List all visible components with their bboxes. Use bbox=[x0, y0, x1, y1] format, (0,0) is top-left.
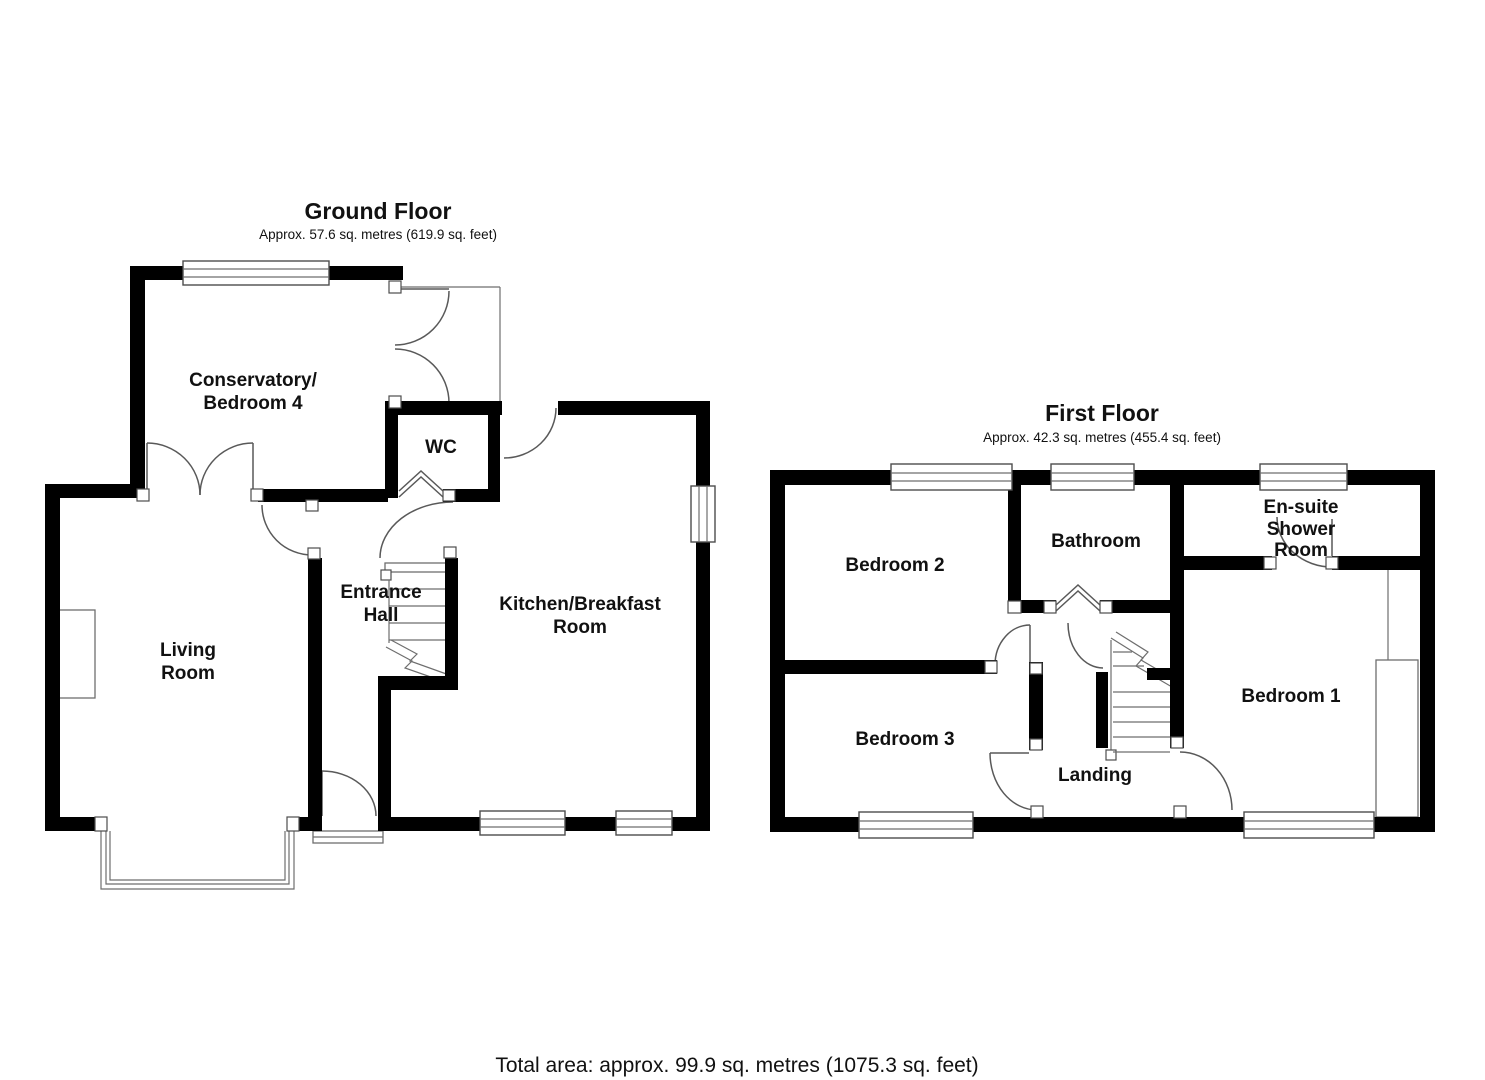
bedroom3-window bbox=[858, 811, 974, 839]
ground-floor-walls bbox=[45, 266, 710, 831]
front-door bbox=[321, 770, 377, 817]
first-floor-door-posts bbox=[984, 556, 1339, 819]
first-floor-details bbox=[989, 516, 1419, 818]
first-floor-stairs bbox=[1105, 631, 1178, 761]
conservatory-label-line2: Bedroom 4 bbox=[203, 393, 303, 414]
bedroom2-window bbox=[890, 463, 1013, 491]
conservatory-vestibule-double-door bbox=[394, 288, 450, 404]
bathroom-door-arc bbox=[1067, 622, 1104, 669]
kitchen-side-window bbox=[690, 485, 716, 543]
bay-window bbox=[100, 831, 295, 890]
bedroom3-label: Bedroom 3 bbox=[855, 729, 954, 750]
entrance-hall-label-line1: Entrance bbox=[340, 582, 421, 603]
kitchen-bottom-window-2 bbox=[615, 810, 673, 836]
ground-floor-windows bbox=[182, 260, 716, 836]
ensuite-label-line2: Shower bbox=[1267, 519, 1336, 540]
wc-label: WC bbox=[425, 437, 457, 458]
total-area-text: Total area: approx. 99.9 sq. metres (107… bbox=[495, 1054, 978, 1077]
ensuite-window bbox=[1259, 463, 1348, 491]
bathroom-bifold-door bbox=[1055, 583, 1101, 612]
kitchen-label-line2: Room bbox=[553, 617, 607, 638]
conservatory-living-double-door bbox=[146, 442, 254, 496]
front-porch-step bbox=[312, 830, 384, 844]
first-floor-subtitle: Approx. 42.3 sq. metres (455.4 sq. feet) bbox=[983, 430, 1221, 445]
living-room-chimney-breast bbox=[57, 609, 96, 699]
bedroom1-window bbox=[1243, 811, 1375, 839]
bathroom-window bbox=[1050, 463, 1135, 491]
bedroom2-door bbox=[994, 624, 1031, 666]
kitchen-label-line1: Kitchen/Breakfast bbox=[499, 594, 661, 615]
bedroom1-label: Bedroom 1 bbox=[1241, 686, 1341, 707]
ground-floor-labels: Conservatory/ Bedroom 4 WC Living Room E… bbox=[160, 370, 661, 684]
first-floor-labels: Bedroom 2 Bathroom En-suite Shower Room … bbox=[845, 497, 1341, 786]
hall-door-arcs bbox=[261, 501, 454, 559]
ensuite-label-line3: Room bbox=[1274, 540, 1328, 561]
conservatory-window bbox=[182, 260, 330, 286]
ground-floor-door-posts bbox=[94, 280, 457, 832]
bedroom1-door-arc bbox=[1179, 751, 1233, 811]
bathroom-label: Bathroom bbox=[1051, 531, 1141, 552]
ensuite-door bbox=[1276, 516, 1333, 568]
vestibule-glazing-line bbox=[401, 286, 501, 401]
bedroom3-door bbox=[989, 752, 1038, 811]
kitchen-bottom-window-1 bbox=[479, 810, 566, 836]
ground-floor-stairs bbox=[380, 562, 453, 684]
ensuite-label-line1: En-suite bbox=[1264, 497, 1339, 518]
living-room-label-line2: Room bbox=[161, 663, 215, 684]
ground-floor-plan: Conservatory/ Bedroom 4 WC Living Room E… bbox=[45, 198, 716, 890]
first-floor-plan: Bedroom 2 Bathroom En-suite Shower Room … bbox=[770, 400, 1435, 839]
kitchen-door-arc bbox=[503, 407, 557, 459]
bedroom1-wardrobe bbox=[1375, 570, 1419, 818]
living-room-label-line1: Living bbox=[160, 640, 216, 661]
wc-bifold-door bbox=[398, 469, 444, 498]
conservatory-label-line1: Conservatory/ bbox=[189, 370, 317, 391]
first-floor-windows bbox=[858, 463, 1375, 839]
entrance-hall-label-line2: Hall bbox=[364, 605, 399, 626]
ground-floor-subtitle: Approx. 57.6 sq. metres (619.9 sq. feet) bbox=[259, 227, 497, 242]
landing-label: Landing bbox=[1058, 765, 1132, 786]
first-floor-title: First Floor bbox=[1045, 400, 1159, 426]
ground-floor-title: Ground Floor bbox=[305, 198, 452, 224]
ground-floor-details bbox=[57, 286, 557, 890]
bedroom2-label: Bedroom 2 bbox=[845, 555, 944, 576]
